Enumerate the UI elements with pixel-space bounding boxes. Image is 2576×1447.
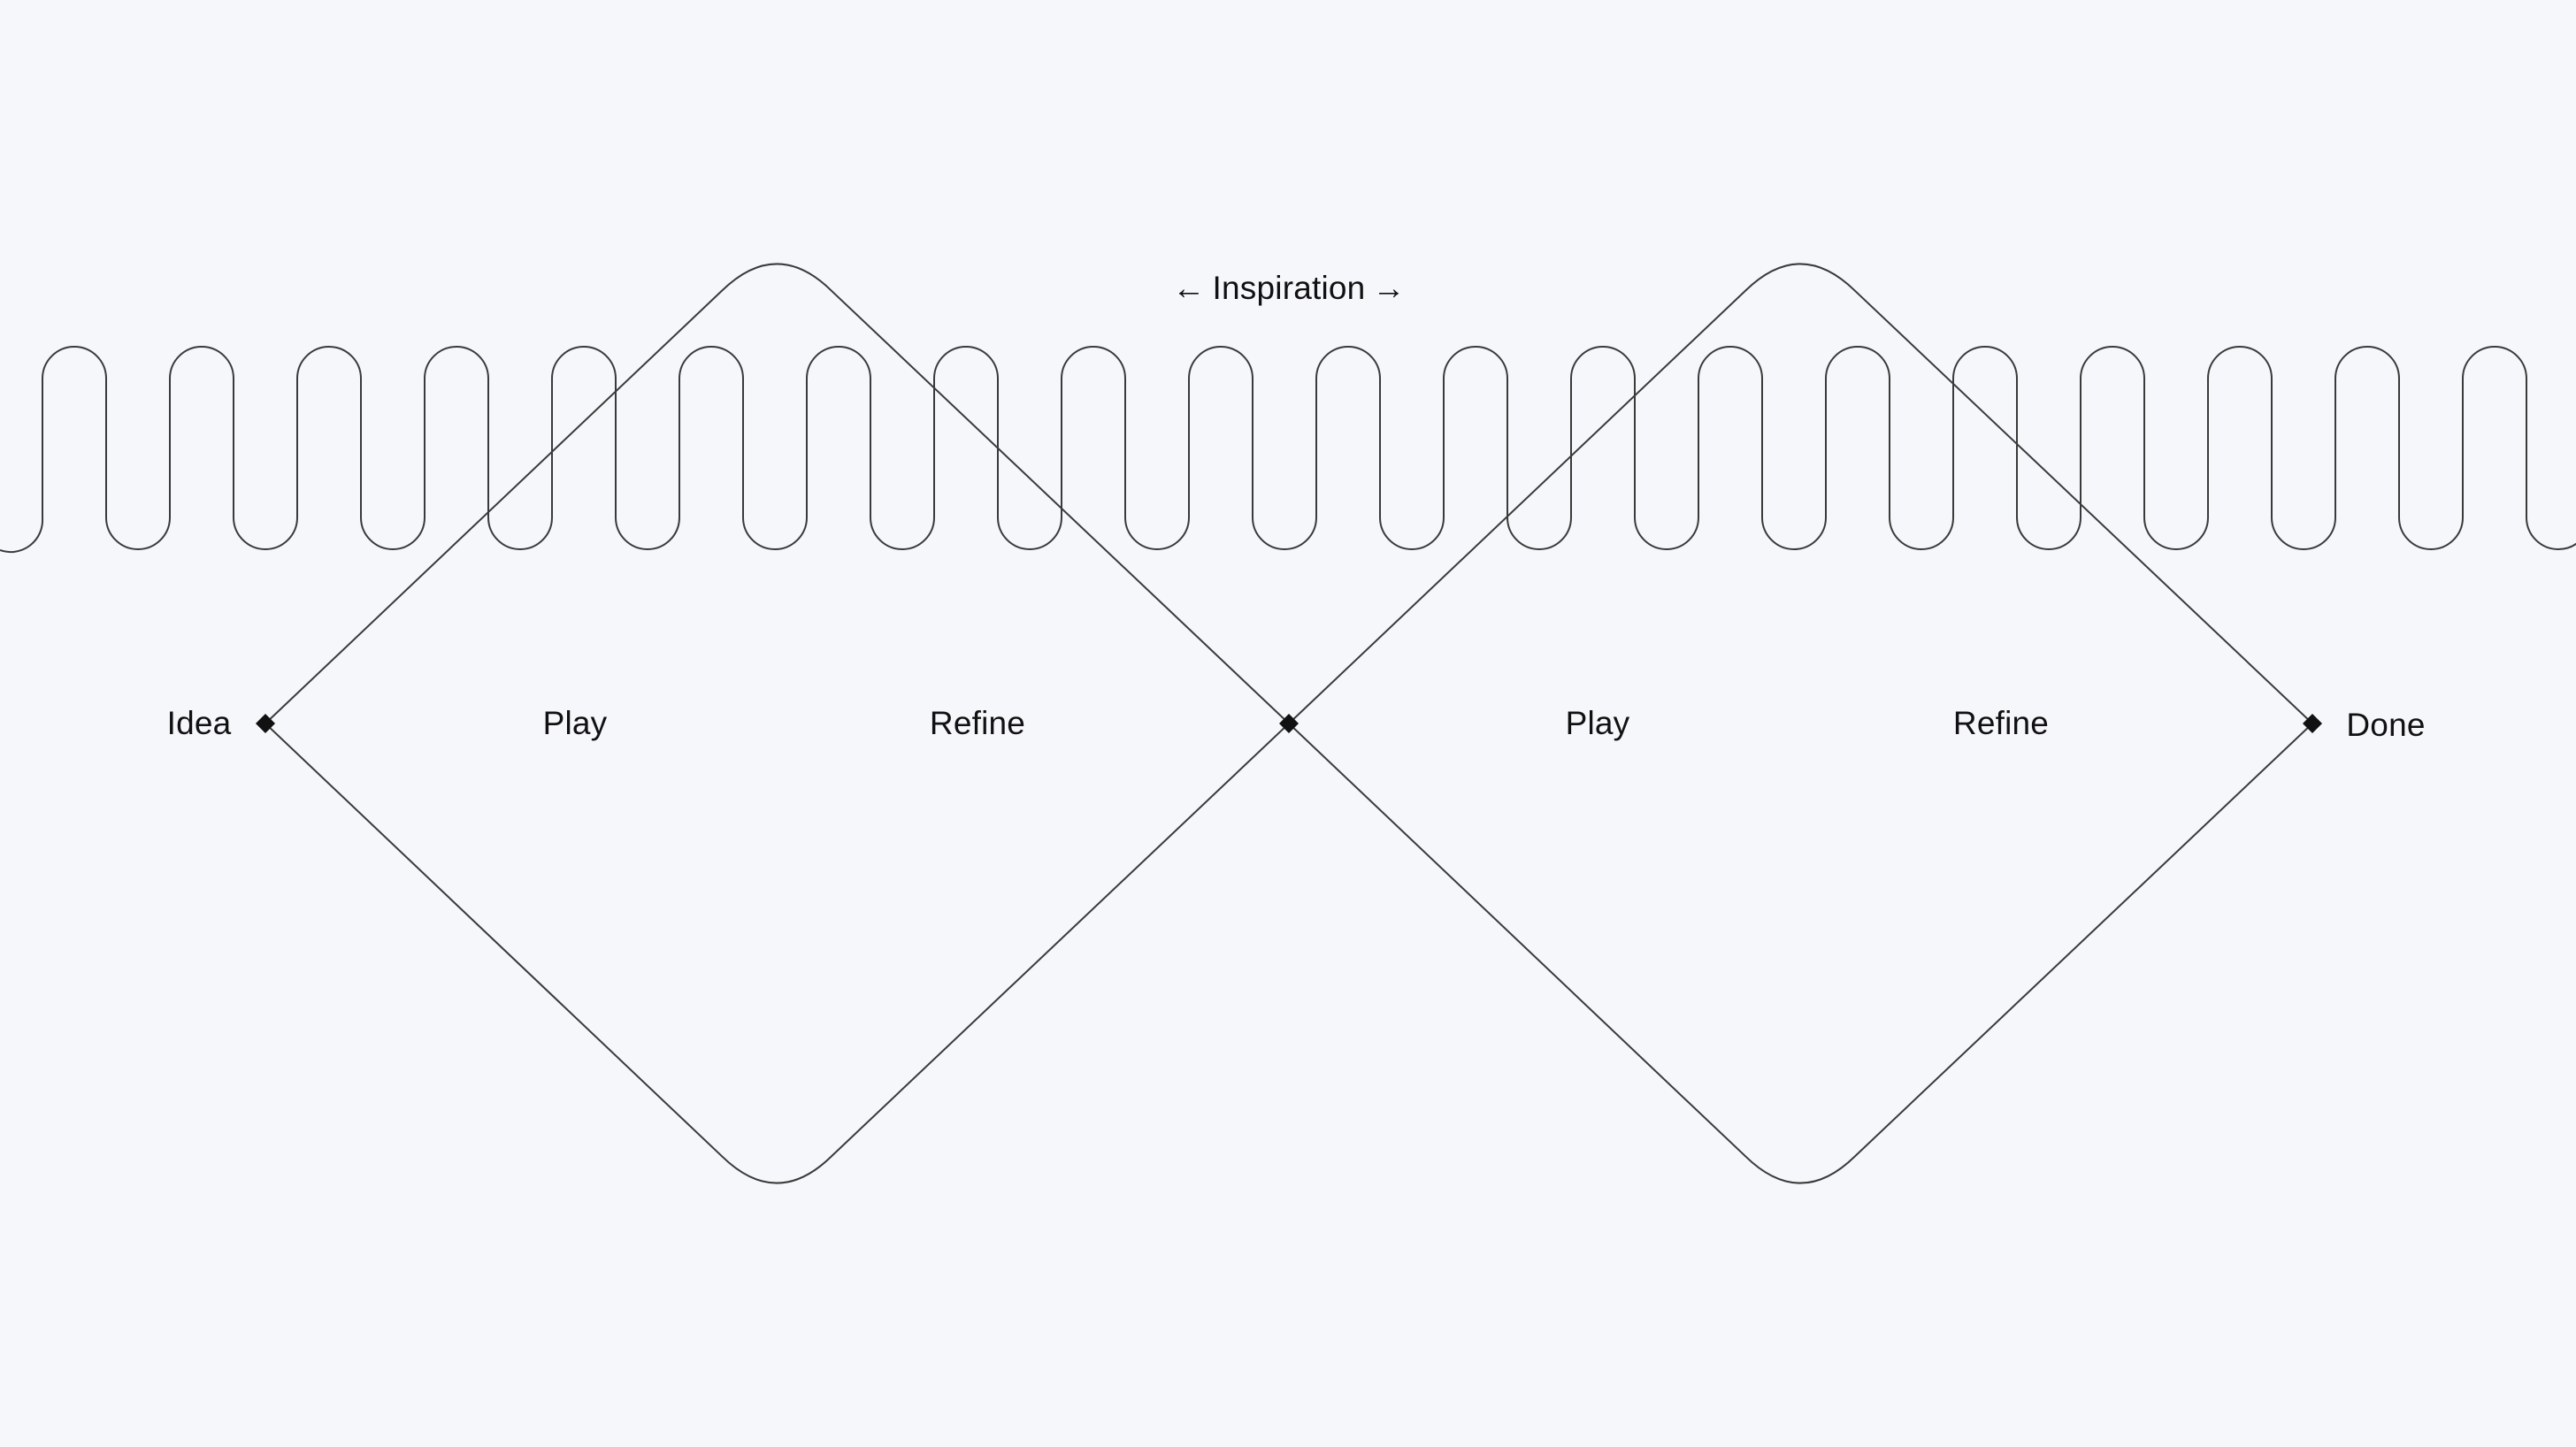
inspiration-text: Inspiration	[1212, 270, 1366, 306]
done-node-marker	[2303, 714, 2322, 733]
idea-node-marker	[256, 714, 275, 733]
phase-label-refine-2: Refine	[1952, 705, 2050, 741]
inspiration-wave-line	[0, 346, 2576, 554]
first-diamond-outline	[264, 263, 1291, 1184]
inspiration-label: ←Inspiration→	[1165, 270, 1412, 307]
phase-label-play-2: Play	[1565, 705, 1630, 741]
midpoint-node-marker	[1279, 714, 1299, 733]
second-diamond-outline	[1287, 263, 2314, 1184]
phase-label-play-1: Play	[542, 705, 608, 741]
phase-label-refine-1: Refine	[929, 705, 1026, 741]
right-arrow-icon: →	[1372, 270, 1406, 306]
done-label: Done	[2346, 707, 2426, 743]
left-arrow-icon: ←	[1172, 270, 1206, 306]
idea-label: Idea	[166, 705, 232, 741]
